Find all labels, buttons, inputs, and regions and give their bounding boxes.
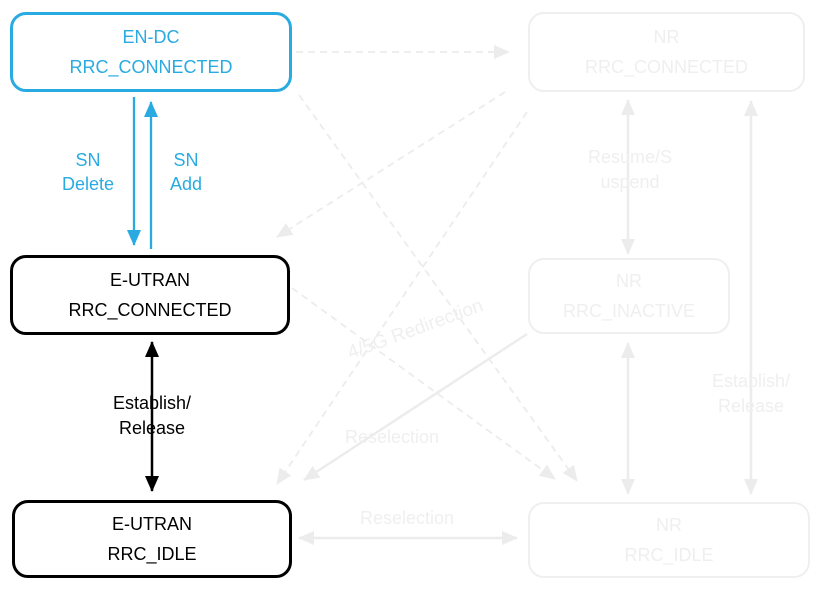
transition-label-establish-release-nr: Establish/ Release xyxy=(711,371,791,416)
state-label-line1: E-UTRAN xyxy=(110,270,190,290)
arrow-nr-connected-to-eutran-idle xyxy=(276,111,528,485)
transition-label-establish-release-lte: Establish/ Release xyxy=(112,393,192,438)
state-label-line2: RRC_IDLE xyxy=(624,545,714,565)
state-nr-rrc-idle: NR RRC_IDLE xyxy=(528,502,810,578)
state-label-line2: RRC_CONNECTED xyxy=(68,300,232,320)
state-label-line1: EN-DC xyxy=(122,27,180,47)
transition-label-sn-add: SN Add xyxy=(169,150,203,194)
state-nr-rrc-connected: NR RRC_CONNECTED xyxy=(528,12,805,92)
state-label-line2: RRC_CONNECTED xyxy=(584,57,748,77)
transition-label-resume-suspend: Resume/S uspend xyxy=(587,147,673,192)
state-label-line1: NR xyxy=(656,515,682,535)
state-label-line2: RRC_CONNECTED xyxy=(69,57,233,77)
state-eutran-rrc-connected: E-UTRAN RRC_CONNECTED xyxy=(10,255,290,335)
arrow-reselection-nr-inactive-to-eutran-idle xyxy=(303,332,528,482)
state-label-line2: RRC_IDLE xyxy=(107,544,197,564)
transition-label-sn-delete: SN Delete xyxy=(61,150,115,194)
state-label-line1: E-UTRAN xyxy=(112,514,192,534)
arrow-nr-connected-to-eutran-connected xyxy=(276,91,506,238)
transition-label-reselection-diagonal: Reselection xyxy=(344,427,440,447)
transition-label-reselection-idle: Reselection xyxy=(359,508,455,528)
state-label-line2: RRC_INACTIVE xyxy=(562,301,696,321)
state-eutran-rrc-idle: E-UTRAN RRC_IDLE xyxy=(12,500,292,578)
arrow-eutran-connected-to-nr-idle xyxy=(291,287,556,480)
state-label-line1: NR xyxy=(653,27,680,47)
state-endc-rrc-connected: EN-DC RRC_CONNECTED xyxy=(10,12,292,92)
state-label-line1: NR xyxy=(616,271,642,291)
arrow-endc-to-nr-idle xyxy=(298,94,578,482)
state-nr-rrc-inactive: NR RRC_INACTIVE xyxy=(528,258,730,334)
